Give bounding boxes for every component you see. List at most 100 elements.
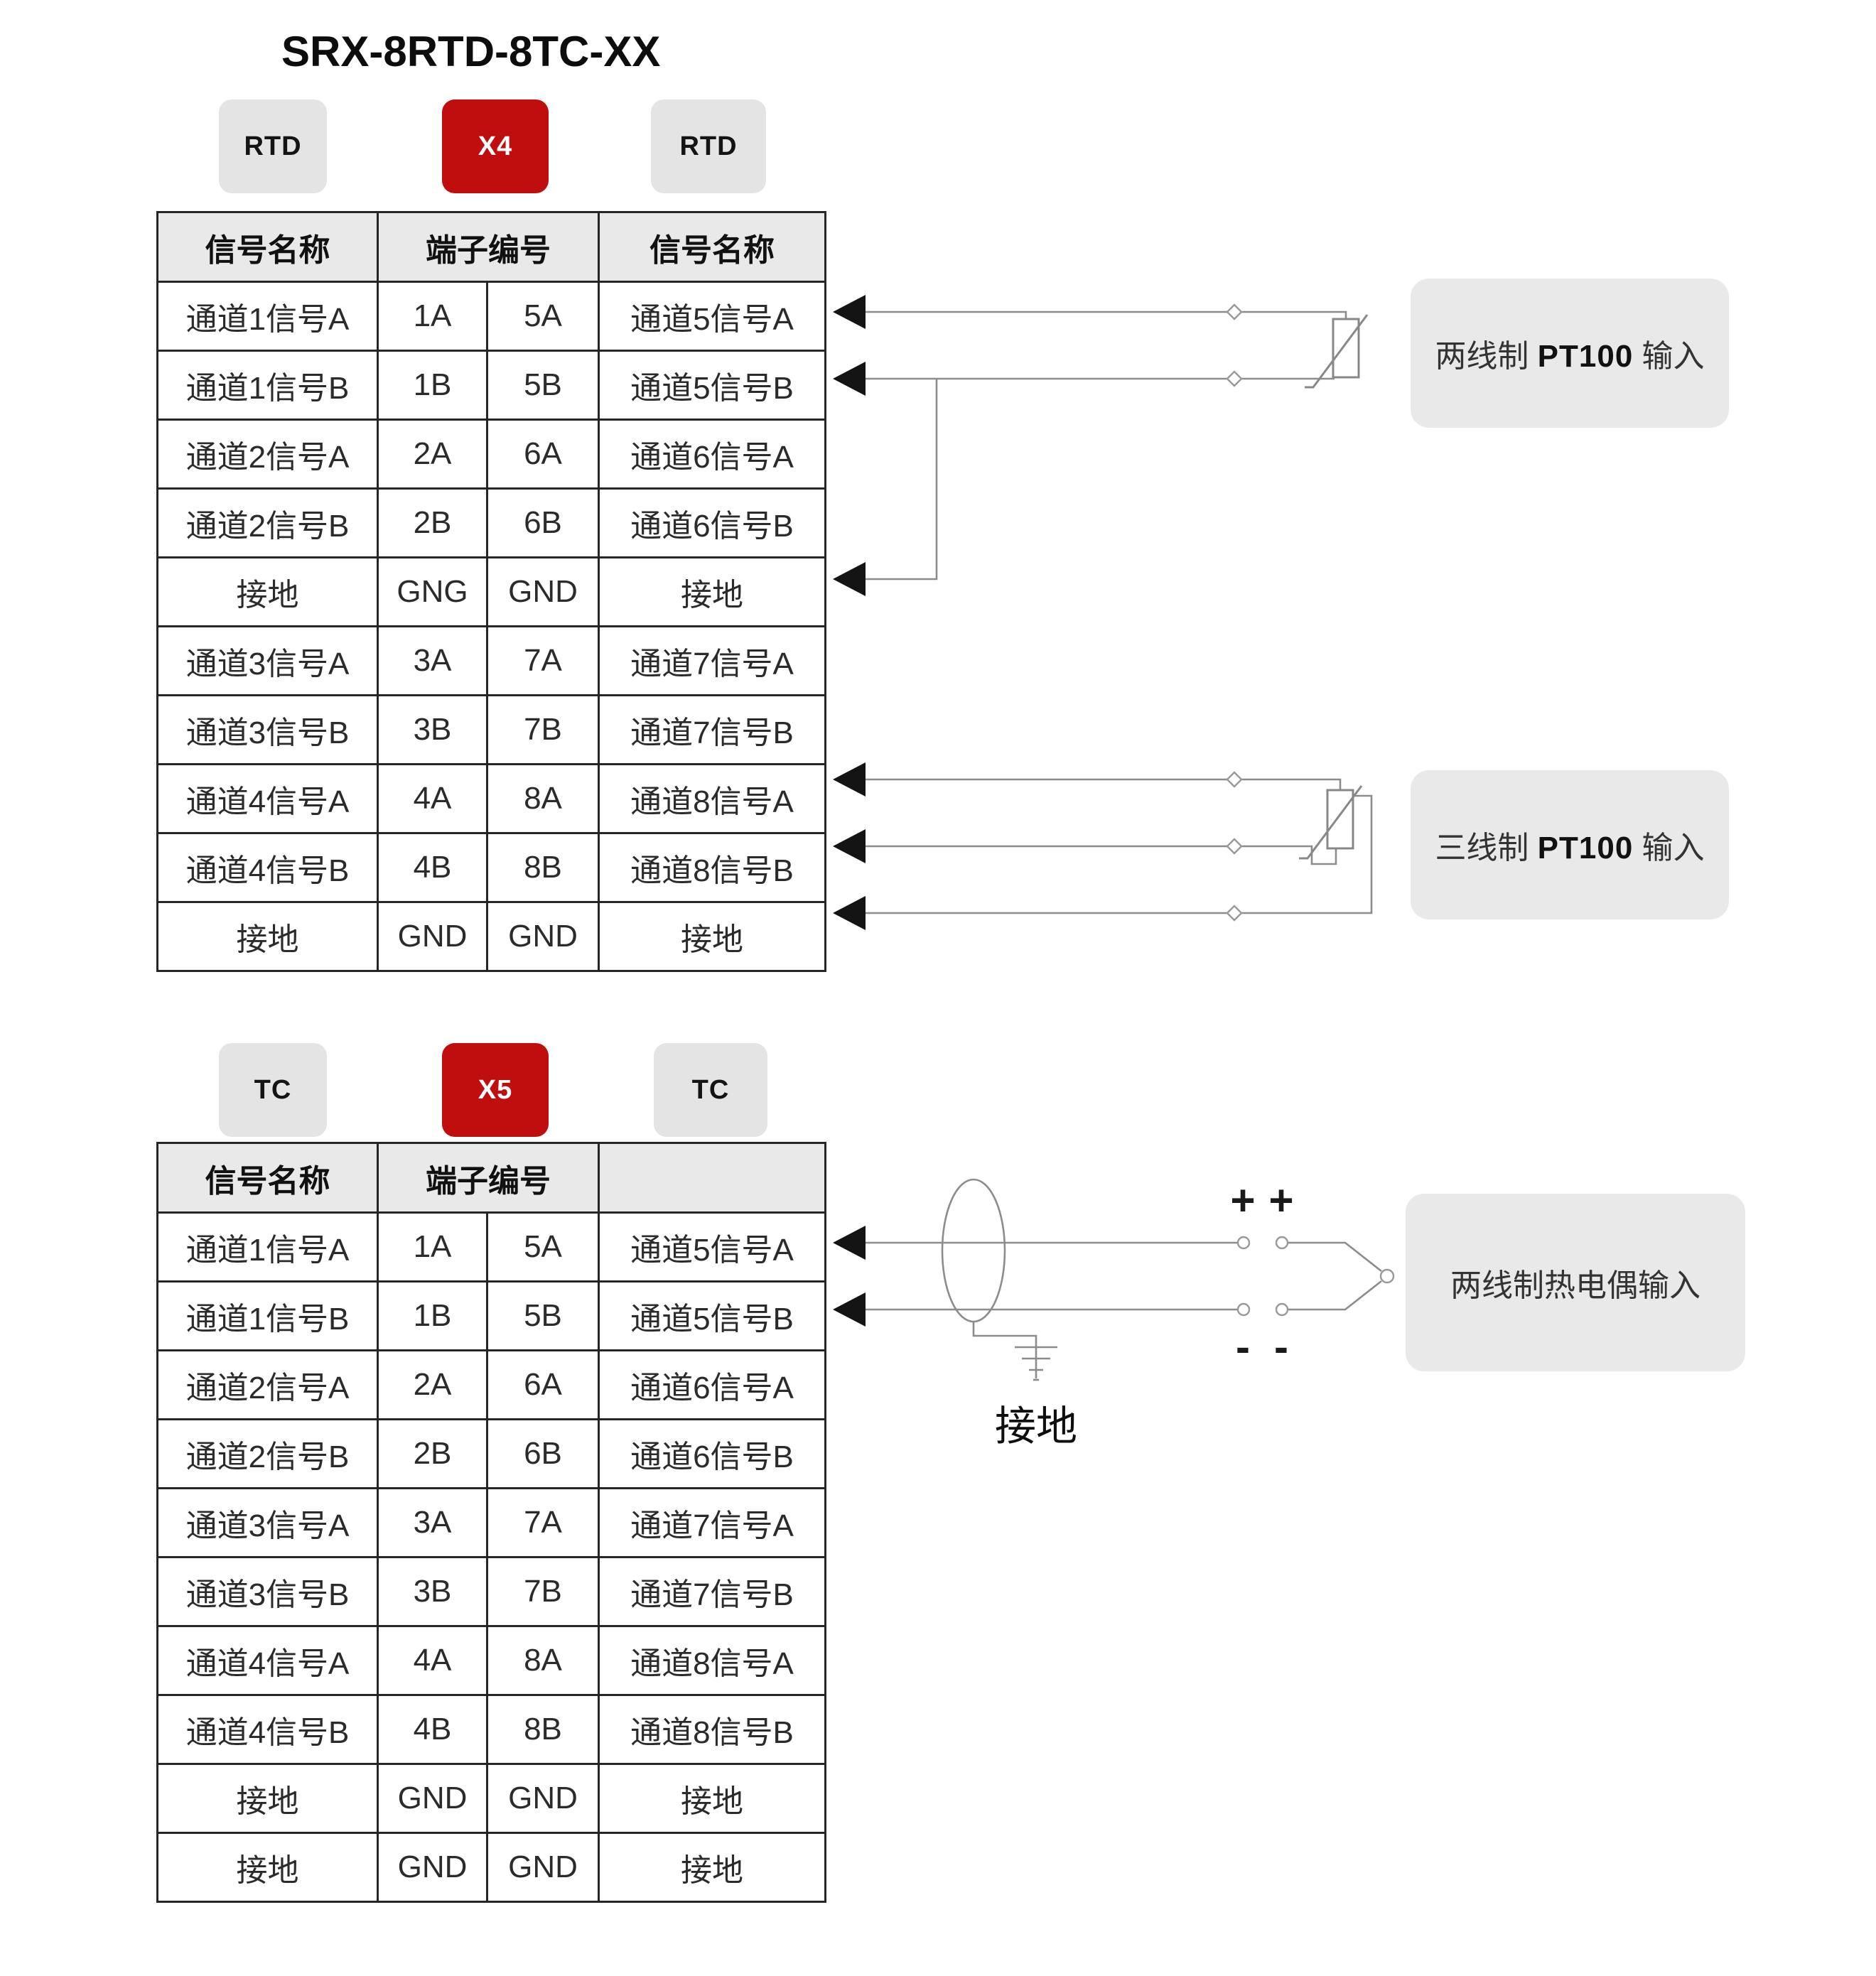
header-cell <box>598 1142 826 1214</box>
wiring-3wire-pt100 <box>833 762 1373 930</box>
table-cell: 通道8信号A <box>598 763 826 834</box>
table-cell: 通道7信号A <box>598 625 826 696</box>
annotation-prefix: 两线制 <box>1435 339 1538 374</box>
plus-sign: + <box>1268 1177 1294 1224</box>
table-cell: 8B <box>486 1694 600 1765</box>
table-cell: 1A <box>377 1211 488 1283</box>
wiring-2wire-thermocouple <box>833 1178 1395 1381</box>
terminal-diamond-icon <box>1226 905 1243 922</box>
table-cell: 通道8信号B <box>598 832 826 903</box>
tc-table-row: 通道1信号A 1A 5A 通道5信号A <box>156 1211 826 1283</box>
table-cell: 通道8信号B <box>598 1694 826 1765</box>
rtd-table-row: 接地 GND GND 接地 <box>156 901 826 972</box>
table-cell: 4A <box>377 1625 488 1696</box>
badge-connector-x4: X4 <box>442 99 549 193</box>
thermocouple-junction-icon <box>1379 1268 1395 1284</box>
tc-table-row: 通道4信号A 4A 8A 通道8信号A <box>156 1625 826 1696</box>
table-cell: 4A <box>377 763 488 834</box>
table-cell: 7B <box>486 1556 600 1627</box>
tc-table-header-row: 信号名称 端子编号 <box>156 1142 826 1214</box>
wire-gnd-branch <box>866 379 938 581</box>
table-cell: 通道2信号A <box>156 419 379 490</box>
pt100-resistor-icon <box>1299 785 1363 860</box>
table-cell: 通道6信号B <box>598 1418 826 1489</box>
table-cell: 通道7信号B <box>598 694 826 765</box>
badge-tc-left: TC <box>219 1043 327 1137</box>
rtd-table-row: 通道2信号B 2B 6B 通道6信号B <box>156 487 826 558</box>
arrow-left-icon <box>833 1226 866 1260</box>
table-cell: 接地 <box>598 1832 826 1903</box>
table-cell: 接地 <box>156 901 379 972</box>
header-cell: 端子编号 <box>377 1142 600 1214</box>
table-cell: GND <box>377 1763 488 1834</box>
rtd-table-header-row: 信号名称 端子编号 信号名称 <box>156 211 826 283</box>
annotation-bold: PT100 <box>1537 831 1634 865</box>
table-cell: 接地 <box>156 556 379 627</box>
badge-rtd-left-label: RTD <box>244 131 302 161</box>
annotation-3wire-pt100: 三线制 PT100 输入 <box>1411 770 1729 919</box>
arrow-left-icon <box>833 295 866 329</box>
table-cell: GND <box>486 1832 600 1903</box>
table-cell: 6A <box>486 1349 600 1420</box>
wire-tc-minus-lead <box>1288 1280 1382 1311</box>
tc-terminal-table: 信号名称 端子编号 通道1信号A 1A 5A 通道5信号A 通道1信号B 1B … <box>156 1142 826 1903</box>
plus-sign: + <box>1230 1177 1256 1224</box>
table-cell: 2B <box>377 1418 488 1489</box>
rtd-table-row: 通道4信号A 4A 8A 通道8信号A <box>156 763 826 834</box>
table-cell: 3A <box>377 625 488 696</box>
badge-rtd-right-label: RTD <box>679 131 738 161</box>
table-cell: 接地 <box>156 1832 379 1903</box>
header-cell: 信号名称 <box>156 1142 379 1214</box>
table-cell: 接地 <box>598 901 826 972</box>
table-cell: 通道8信号A <box>598 1625 826 1696</box>
wire-signal-b <box>866 845 1337 865</box>
table-cell: 通道2信号B <box>156 1418 379 1489</box>
tc-table-row: 通道3信号A 3A 7A 通道7信号A <box>156 1487 826 1558</box>
table-cell: 8B <box>486 832 600 903</box>
tc-table-row: 接地 GND GND 接地 <box>156 1832 826 1903</box>
rtd-table-row: 通道3信号B 3B 7B 通道7信号B <box>156 694 826 765</box>
table-cell: 5A <box>486 281 600 352</box>
table-cell: 接地 <box>598 556 826 627</box>
table-cell: 通道2信号A <box>156 1349 379 1420</box>
cable-shield-oval-icon <box>941 1178 1006 1323</box>
table-cell: 2B <box>377 487 488 558</box>
badge-tc-left-label: TC <box>254 1074 292 1105</box>
arrow-left-icon <box>833 1292 866 1327</box>
table-cell: 3A <box>377 1487 488 1558</box>
table-cell: 5B <box>486 350 600 421</box>
table-cell: 通道3信号A <box>156 625 379 696</box>
table-cell: 通道5信号A <box>598 281 826 352</box>
table-cell: 1B <box>377 1280 488 1351</box>
wire-tc-plus-lead <box>1288 1241 1382 1273</box>
arrow-left-icon <box>833 562 866 596</box>
terminal-circle-icon <box>1236 1236 1251 1250</box>
tc-table-row: 接地 GND GND 接地 <box>156 1763 826 1834</box>
tc-table-row: 通道1信号B 1B 5B 通道5信号B <box>156 1280 826 1351</box>
rtd-table-row: 通道1信号A 1A 5A 通道5信号A <box>156 281 826 352</box>
table-cell: 5B <box>486 1280 600 1351</box>
table-cell: GND <box>377 901 488 972</box>
annotation-2wire-pt100: 两线制 PT100 输入 <box>1411 279 1729 428</box>
table-cell: 通道4信号B <box>156 1694 379 1765</box>
table-cell: 通道7信号A <box>598 1487 826 1558</box>
terminal-diamond-icon <box>1226 838 1243 855</box>
arrow-left-icon <box>833 362 866 396</box>
rtd-terminal-table: 信号名称 端子编号 信号名称 通道1信号A 1A 5A 通道5信号A 通道1信号… <box>156 211 826 972</box>
header-cell: 信号名称 <box>598 211 826 283</box>
table-cell: GND <box>486 1763 600 1834</box>
annotation-text: 两线制热电偶输入 <box>1450 1268 1700 1303</box>
badge-connector-x5: X5 <box>442 1043 549 1137</box>
tc-table-row: 通道2信号B 2B 6B 通道6信号B <box>156 1418 826 1489</box>
badge-x5-label: X5 <box>478 1074 513 1105</box>
header-cell: 信号名称 <box>156 211 379 283</box>
table-cell: 7B <box>486 694 600 765</box>
badge-rtd-right: RTD <box>651 99 766 193</box>
table-cell: 5A <box>486 1211 600 1283</box>
tc-table-row: 通道4信号B 4B 8B 通道8信号B <box>156 1694 826 1765</box>
table-cell: 接地 <box>598 1763 826 1834</box>
earth-ground-icon <box>972 1322 1057 1381</box>
table-cell: 通道6信号A <box>598 419 826 490</box>
table-cell: 通道3信号A <box>156 1487 379 1558</box>
table-cell: 通道1信号A <box>156 1211 379 1283</box>
